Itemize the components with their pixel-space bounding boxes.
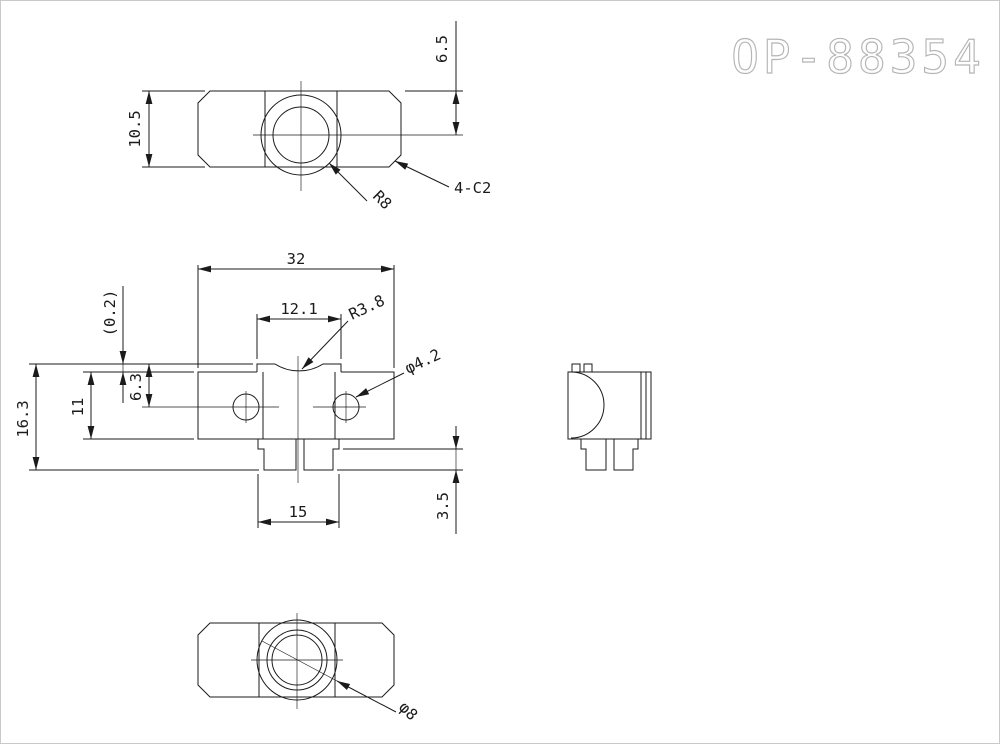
dim-tab-height-ext-lines [337, 448, 463, 471]
dim-label-bore-diameter: φ8 [395, 698, 421, 724]
part-number: OP-88354 [731, 30, 985, 84]
dim-overall-width-ext-lines [197, 265, 395, 368]
front-view-body-outline [197, 371, 395, 440]
callout-boss-radius: R8 [328, 162, 395, 213]
side-view-body-outline [567, 371, 652, 440]
dim-label-groove-radius: R3.8 [346, 292, 387, 324]
dim-tab-span: 15 [257, 474, 340, 528]
front-view-top-lip [256, 363, 342, 372]
groove-radius-leader [301, 320, 349, 370]
boss-radius-leader [328, 162, 368, 202]
front-view-bottom-tabs [257, 439, 340, 471]
dim-hole-center-depth: 6.3 [127, 364, 153, 407]
top-view-outline [197, 90, 402, 168]
dim-label-tab-span: 15 [289, 503, 308, 521]
callout-corner-chamfer: 4-C2 [394, 160, 491, 197]
bottom-view-centerlines [251, 613, 343, 709]
dim-label-tab-height: 3.5 [434, 492, 452, 520]
dim-label-lip-height: (0.2) [101, 290, 119, 337]
dim-label-hole-diameter: φ4.2 [402, 346, 443, 378]
top-view-centerlines [253, 81, 463, 191]
front-view-boss-silhouette-lines [262, 372, 336, 439]
dim-lip-height: (0.2) [101, 286, 127, 403]
side-view-edge-lines [640, 372, 647, 439]
bottom-view-outline [197, 622, 395, 698]
dim-label-corner-chamfer: 4-C2 [454, 179, 491, 197]
dim-tab-height: 3.5 [337, 426, 463, 534]
dim-label-boss-radius: R8 [369, 187, 395, 213]
dim-label-center-offset: 6.5 [433, 35, 451, 63]
top-view [197, 81, 463, 191]
dim-body-height: 11 [69, 371, 194, 440]
dim-overall-width: 32 [197, 250, 395, 368]
front-view-hole-centerlines [142, 391, 366, 423]
bore-diameter-diagonal-centerline [261, 640, 338, 682]
bottom-view [197, 613, 395, 709]
dim-overall-height-ext-lines [29, 363, 259, 471]
dim-label-lip-width: 12.1 [280, 300, 317, 318]
dim-label-overall-height: 16.3 [14, 400, 32, 437]
dim-ear-height-ext-lines [142, 90, 205, 168]
front-view [142, 356, 395, 483]
dim-body-height-ext-lines [83, 371, 194, 440]
side-view [567, 363, 652, 471]
dim-label-ear-height: 10.5 [126, 110, 144, 147]
dim-ear-height: 10.5 [126, 90, 205, 168]
dim-center-offset: 6.5 [405, 21, 463, 135]
dim-overall-height: 16.3 [14, 363, 259, 471]
side-view-lip-bumps [571, 363, 593, 372]
dim-lip-width-ext-lines [256, 314, 342, 359]
hole-diameter-leader [355, 372, 405, 398]
dim-label-body-height: 11 [69, 398, 87, 417]
bore-diameter-leader [336, 680, 397, 713]
dim-lip-width: 12.1 [256, 300, 342, 359]
callout-hole-diameter: φ4.2 [355, 346, 444, 398]
side-view-boss-arc [570, 371, 605, 439]
corner-chamfer-leader [394, 160, 450, 188]
top-view-ear-dividers [264, 91, 338, 167]
side-view-bottom-tabs [580, 439, 639, 471]
dim-label-overall-width: 32 [287, 250, 306, 268]
dim-label-hole-center-depth: 6.3 [127, 373, 145, 401]
